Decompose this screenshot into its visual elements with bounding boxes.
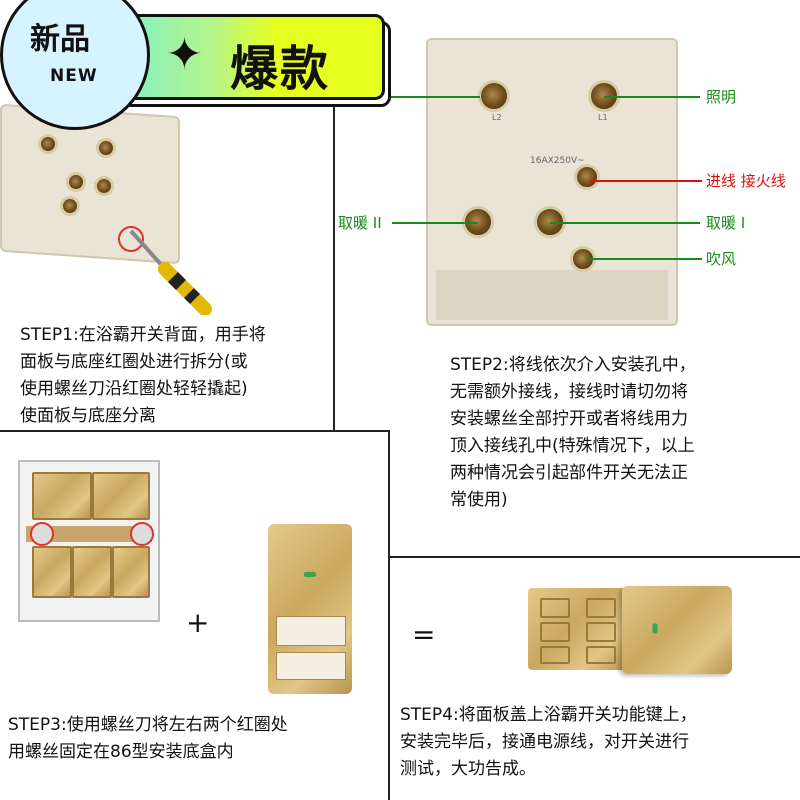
terminal-screw [60,196,80,216]
switch-key [32,472,92,520]
red-circle-marker [118,226,144,252]
label-heat1: 取暖 I [706,214,746,232]
terminal-screw [94,176,114,196]
step1-line: 使面板与底座分离 [20,406,156,426]
hot-banner: ✦ 爆款 [115,14,385,100]
switch-key [540,598,570,618]
new-badge [0,0,150,130]
mark-l1: L1 [598,113,608,122]
step1-photo [0,103,200,270]
plus-sign: + [186,606,210,639]
switch-key [72,546,112,598]
label-lighting: 照明 [706,88,737,106]
terminal-screw [96,138,116,158]
label-live-in: 进线 接火线 [706,172,786,190]
step2-line: 安装螺丝全部拧开或者将线用力 [450,409,688,429]
step1-text: STEP1:在浴霸开关背面，用手将 面板与底座红圈处进行拆分(或 使用螺丝刀沿红… [20,322,266,430]
step4-text: STEP4:将面板盖上浴霸开关功能键上， 安装完毕后，接通电源线，对开关进行 测… [400,702,697,783]
mark-l2: L2 [492,113,502,122]
switch-key [92,472,150,520]
step1-line: STEP1:在浴霸开关背面，用手将 [20,325,266,345]
step1-line: 使用螺丝刀沿红圈处轻轻撬起) [20,379,248,399]
switch-key [586,646,616,664]
gold-cover-plate [268,524,352,694]
switch-key [32,546,72,598]
switch-key [540,646,570,664]
step1-line: 面板与底座红圈处进行拆分(或 [20,352,248,372]
step2-line: 常使用) [450,490,508,510]
cover-window [276,616,346,646]
label-blow: 吹风 [706,250,737,268]
step2-text: STEP2:将线依次介入安装孔中， 无需额外接线，接线时请切勿将 安装螺丝全部拧… [450,352,696,514]
banner-title: 爆款 [230,41,331,97]
label-heat2: 取暖 II [338,214,382,232]
step3-line: 用螺丝固定在86型安装底盒内 [8,742,234,762]
equals-sign: = [412,618,436,651]
divider-h-right [388,556,800,558]
switch-front-frame [18,460,160,622]
step2-line: 两种情况会引起部件开关无法正 [450,463,688,483]
terminal-screw [38,134,58,154]
step4-line: 测试，大功告成。 [400,759,536,779]
leader-heat1 [550,222,700,224]
leader-lighting [604,96,700,98]
switch-key [586,622,616,642]
divider-v-bottom [388,430,390,800]
assembled-switch-open [528,588,628,670]
badge-new-en: NEW [50,66,98,86]
badge-new-cn: 新品 [30,22,90,57]
mark-rating: 16AX250V~ [530,156,585,166]
step4-line: STEP4:将面板盖上浴霸开关功能键上， [400,705,697,725]
divider-h-left [0,430,390,432]
indicator-light [652,623,658,634]
sparkle-icon: ✦ [166,29,203,80]
red-circle-left [30,522,54,546]
red-circle-right [130,522,154,546]
mount-rail [26,526,152,542]
leader-exhaust [350,96,480,98]
divider-v-top [333,100,335,430]
panel-base-strip [436,270,668,320]
leader-blow [586,258,702,260]
leader-live [590,180,702,182]
switch-key [540,622,570,642]
cover-window [276,652,346,680]
step2-line: 无需额外接线，接线时请切勿将 [450,382,688,402]
leader-heat2 [392,222,478,224]
assembled-switch-cover [622,586,732,674]
step3-line: STEP3:使用螺丝刀将左右两个红圈处 [8,715,288,735]
screwdriver-icon [129,229,212,315]
step2-line: 顶入接线孔中(特殊情况下，以上 [450,436,695,456]
terminal-exhaust [478,80,510,112]
indicator-light [304,572,316,577]
switch-key [586,598,616,618]
terminal-screw [66,172,86,192]
terminal-live [574,164,600,190]
step3-text: STEP3:使用螺丝刀将左右两个红圈处 用螺丝固定在86型安装底盒内 [8,712,288,766]
step4-line: 安装完毕后，接通电源线，对开关进行 [400,732,689,752]
step2-line: STEP2:将线依次介入安装孔中， [450,355,696,375]
switch-key [112,546,150,598]
